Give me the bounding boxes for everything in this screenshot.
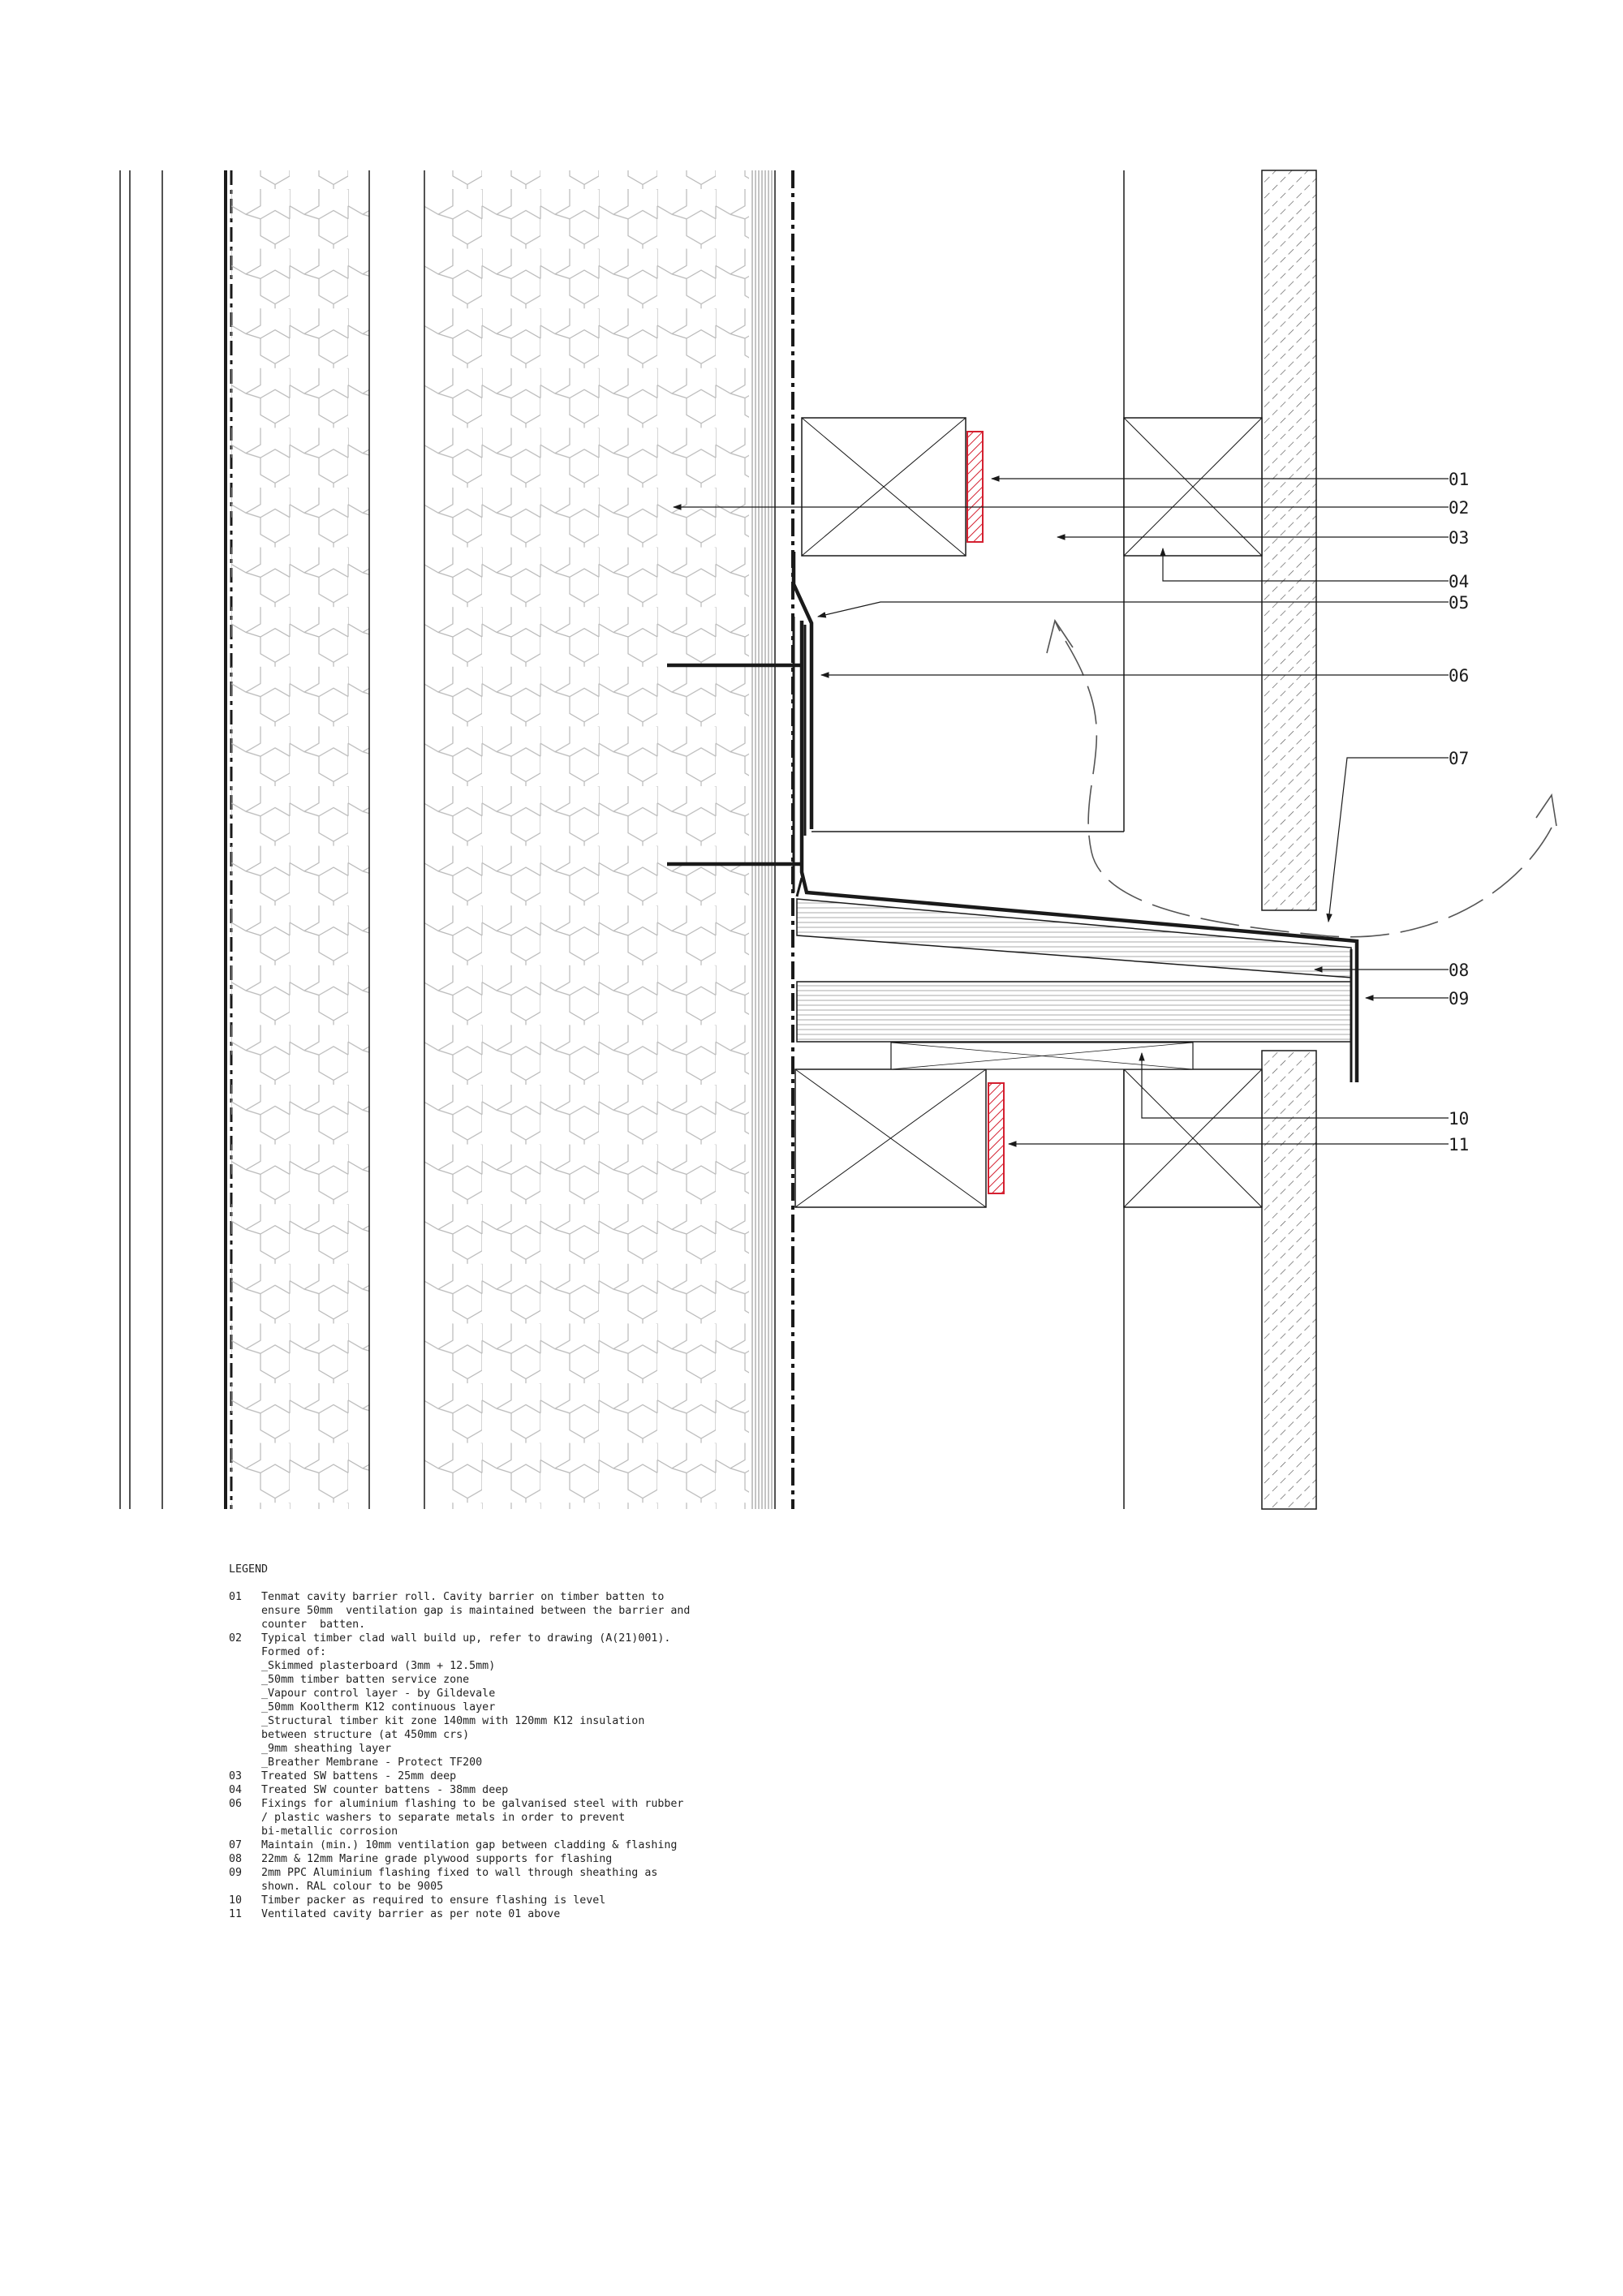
legend-item: 11 Ventilated cavity barrier as per note… bbox=[229, 1907, 1040, 1921]
ventilation-airflow-arrow bbox=[1046, 619, 1557, 938]
aluminium-flashing bbox=[791, 552, 1359, 1082]
legend: LEGEND 01 Tenmat cavity barrier roll. Ca… bbox=[229, 1563, 1040, 1921]
tag-07: 07 bbox=[1449, 749, 1469, 768]
tag-05: 05 bbox=[1449, 593, 1469, 613]
sheathing-and-membrane bbox=[751, 170, 776, 1509]
legend-item-number: 04 bbox=[229, 1784, 243, 1796]
tag-04: 04 bbox=[1449, 572, 1469, 591]
tag-10: 10 bbox=[1449, 1109, 1469, 1129]
vapour-control-layer bbox=[224, 170, 233, 1509]
legend-item: 01 Tenmat cavity barrier roll. Cavity ba… bbox=[229, 1590, 1040, 1632]
legend-item-text: Treated SW battens - 25mm deep bbox=[261, 1770, 457, 1782]
tag-01: 01 bbox=[1449, 470, 1469, 489]
leader-04 bbox=[1160, 547, 1449, 582]
upper-cavity-barrier bbox=[966, 431, 984, 543]
tag-02: 02 bbox=[1449, 498, 1469, 518]
k12-continuous-insulation bbox=[231, 170, 370, 1509]
lower-cavity-barrier bbox=[988, 1082, 1005, 1194]
plasterboard-layers bbox=[119, 170, 163, 1509]
tag-06: 06 bbox=[1449, 666, 1469, 686]
legend-item-number: 07 bbox=[229, 1839, 243, 1851]
timber-cladding-lower bbox=[1261, 1050, 1317, 1510]
legend-item: 06 Fixings for aluminium flashing to be … bbox=[229, 1797, 1040, 1838]
plywood-support-12mm bbox=[796, 981, 1352, 1043]
callout-tags: 01 02 03 04 05 06 07 08 09 10 11 bbox=[1449, 470, 1469, 1154]
timber-cladding-upper bbox=[1261, 170, 1317, 911]
legend-item-number: 09 bbox=[229, 1867, 243, 1879]
tag-11: 11 bbox=[1449, 1135, 1469, 1154]
tag-09: 09 bbox=[1449, 989, 1469, 1008]
flashing-upstand bbox=[792, 617, 807, 892]
legend-item-text: Timber packer as required to ensure flas… bbox=[261, 1894, 606, 1907]
legend-item-text: Maintain (min.) 10mm ventilation gap bet… bbox=[261, 1839, 678, 1851]
upper-counter-batten bbox=[1123, 417, 1263, 557]
legend-item-text: 2mm PPC Aluminium flashing fixed to wall… bbox=[261, 1867, 658, 1893]
leader-07 bbox=[1326, 757, 1449, 923]
flashing-fixings bbox=[667, 663, 802, 866]
legend-item-number: 08 bbox=[229, 1853, 243, 1865]
legend-title: LEGEND bbox=[229, 1563, 269, 1576]
upper-sw-batten bbox=[801, 417, 966, 557]
lower-counter-batten bbox=[1123, 1068, 1263, 1208]
legend-item-number: 10 bbox=[229, 1894, 243, 1907]
legend-item-text: Typical timber clad wall build up, refer… bbox=[261, 1632, 671, 1769]
legend-item-number: 02 bbox=[229, 1632, 243, 1645]
tag-03: 03 bbox=[1449, 528, 1469, 548]
legend-item-text: Treated SW counter battens - 38mm deep bbox=[261, 1784, 509, 1796]
legend-item-text: Tenmat cavity barrier roll. Cavity barri… bbox=[261, 1591, 691, 1631]
timber-packer bbox=[890, 1042, 1194, 1070]
legend-item-number: 06 bbox=[229, 1798, 243, 1810]
leader-05 bbox=[816, 601, 1449, 618]
tag-08: 08 bbox=[1449, 961, 1469, 980]
legend-item-text: Fixings for aluminium flashing to be gal… bbox=[261, 1798, 684, 1838]
leader-lines bbox=[672, 475, 1449, 1147]
structural-timber-zone-insulation bbox=[424, 170, 749, 1509]
legend-item-text: Ventilated cavity barrier as per note 01… bbox=[261, 1908, 561, 1920]
legend-item-number: 01 bbox=[229, 1591, 243, 1603]
cavity-lines bbox=[812, 170, 1125, 1509]
legend-item: 03 Treated SW battens - 25mm deep bbox=[229, 1769, 1040, 1783]
legend-item: 07 Maintain (min.) 10mm ventilation gap … bbox=[229, 1838, 1040, 1852]
legend-item-number: 11 bbox=[229, 1908, 243, 1920]
leader-10 bbox=[1139, 1051, 1449, 1119]
legend-item: 08 22mm & 12mm Marine grade plywood supp… bbox=[229, 1852, 1040, 1866]
legend-item-number: 03 bbox=[229, 1770, 243, 1782]
lower-sw-batten bbox=[794, 1068, 987, 1208]
legend-item: 09 2mm PPC Aluminium flashing fixed to w… bbox=[229, 1866, 1040, 1894]
legend-item: 04 Treated SW counter battens - 38mm dee… bbox=[229, 1783, 1040, 1797]
legend-item: 02 Typical timber clad wall build up, re… bbox=[229, 1632, 1040, 1769]
legend-item: 10 Timber packer as required to ensure f… bbox=[229, 1894, 1040, 1907]
legend-item-text: 22mm & 12mm Marine grade plywood support… bbox=[261, 1853, 613, 1865]
